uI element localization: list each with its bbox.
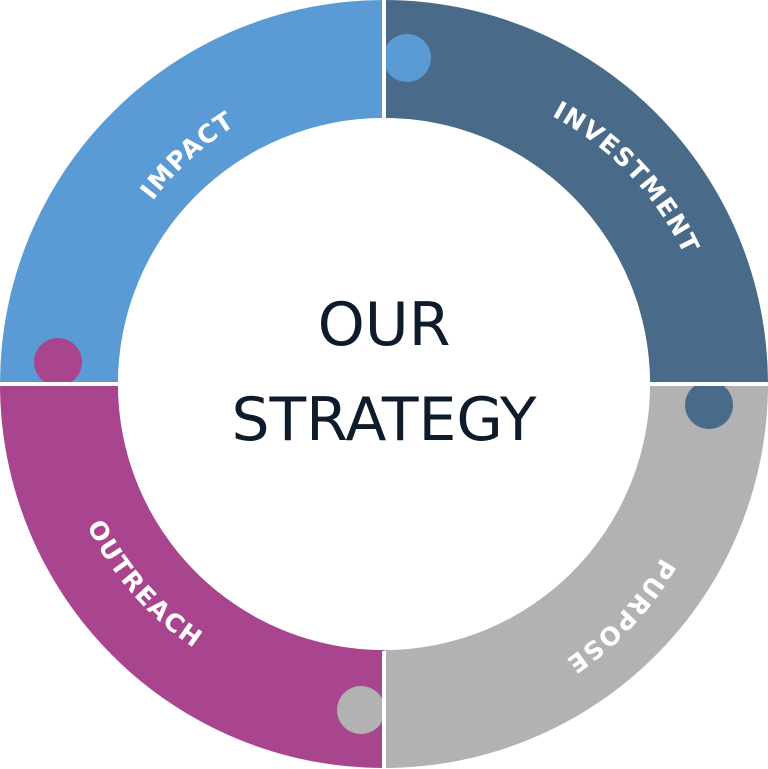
- puzzle-knob-bottom: [337, 686, 385, 734]
- puzzle-knob-top: [383, 34, 431, 82]
- segment-purpose: [384, 384, 768, 768]
- segment-outreach: [0, 384, 384, 768]
- puzzle-knob-left: [34, 338, 82, 386]
- segment-investment: [384, 0, 768, 384]
- segment-impact: [0, 0, 384, 384]
- center-disc: [118, 118, 650, 650]
- center-title-line2: STRATEGY: [231, 385, 536, 455]
- puzzle-knob-right: [685, 381, 733, 429]
- center-title-line1: OUR: [318, 290, 451, 360]
